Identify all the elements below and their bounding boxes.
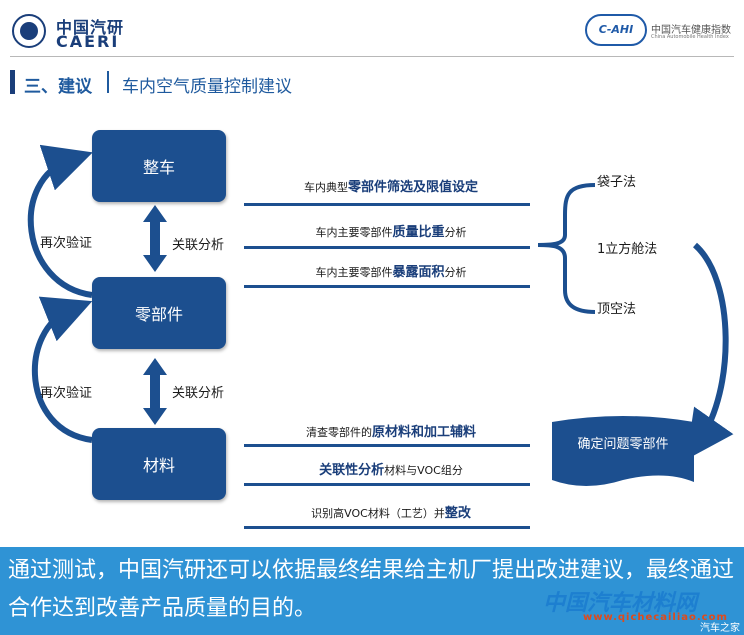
logo-english-name: CAERI bbox=[56, 32, 120, 51]
step-underline-1 bbox=[244, 203, 530, 206]
watermark-logo: 中国汽车材料网 bbox=[543, 591, 698, 616]
revalidate-label-top: 再次验证 bbox=[40, 236, 93, 251]
logo-chinese-name: 中国汽研 bbox=[56, 18, 125, 37]
method-bag: 袋子法 bbox=[597, 175, 637, 190]
footer-text: 通过测试，中国汽研还可以依据最终结果给主机厂提出改进建议，最终通过合作达到改善产… bbox=[8, 558, 735, 621]
method-headspace: 顶空法 bbox=[597, 302, 637, 317]
section-separator bbox=[107, 71, 109, 93]
cahi-english-name: China Automobile Health Index bbox=[651, 34, 729, 40]
section-subtitle: 车内空气质量控制建议 bbox=[122, 77, 292, 97]
step-exposure-area: 车内主要零部件暴露面积分析 bbox=[315, 265, 467, 280]
caeri-logo-emblem bbox=[12, 14, 46, 48]
step-underline-6 bbox=[244, 526, 530, 529]
step-rectification: 识别高VOC材料（工艺）并整改 bbox=[311, 506, 471, 521]
parts-box: 零部件 bbox=[92, 277, 226, 349]
step-underline-4 bbox=[244, 444, 530, 447]
step-mass-ratio: 车内主要零部件质量比重分析 bbox=[315, 225, 467, 240]
section-marker bbox=[10, 70, 15, 94]
watermark-autohome: 汽车之家 bbox=[700, 623, 740, 634]
section-title: 三、建议 bbox=[24, 77, 92, 97]
step-part-screening: 车内典型零部件筛选及限值设定 bbox=[303, 180, 478, 195]
watermark-url: www.qichecailiao.com bbox=[583, 612, 728, 623]
header-divider bbox=[10, 56, 734, 57]
materials-box: 材料 bbox=[92, 428, 226, 500]
footer-banner bbox=[0, 547, 744, 635]
result-problem-parts: 确定问题零部件 bbox=[577, 437, 669, 452]
step-underline-5 bbox=[244, 483, 530, 486]
correlation-label-bottom: 关联分析 bbox=[172, 386, 225, 401]
step-raw-materials: 清查零部件的原材料和加工辅料 bbox=[305, 425, 476, 440]
step-underline-3 bbox=[244, 285, 530, 288]
cahi-logo: C-AHI bbox=[585, 14, 647, 46]
step-underline-2 bbox=[244, 246, 530, 249]
vehicle-box: 整车 bbox=[92, 130, 226, 202]
cahi-chinese-name: 中国汽车健康指数 bbox=[651, 25, 731, 36]
correlation-label-top: 关联分析 bbox=[172, 238, 225, 253]
revalidate-label-bottom: 再次验证 bbox=[40, 386, 93, 401]
method-cubic-cabin: 1立方舱法 bbox=[597, 242, 658, 257]
step-correlation-analysis: 关联性分析材料与VOC组分 bbox=[319, 463, 463, 478]
